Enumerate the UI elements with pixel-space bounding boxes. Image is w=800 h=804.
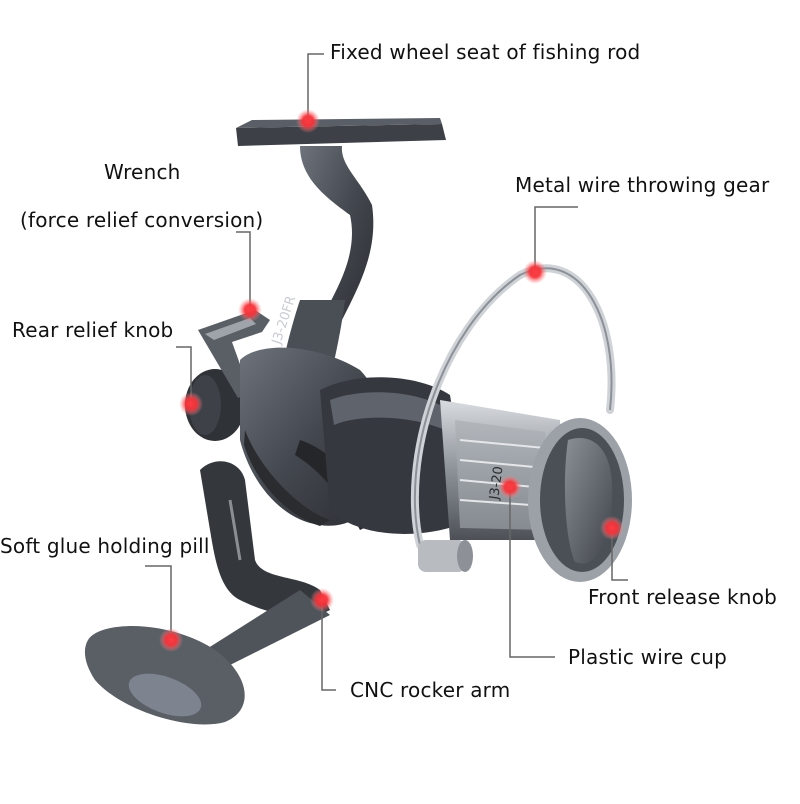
leader-cnc-rocker <box>321 600 336 691</box>
leader-soft-glue <box>145 565 172 640</box>
rear-relief-knob-part <box>185 369 245 441</box>
marker-metal-wire <box>523 260 547 284</box>
marker-fixed-wheel-seat <box>296 109 320 133</box>
label-plastic-wire-cup: Plastic wire cup <box>568 645 727 669</box>
label-rear-relief: Rear relief knob <box>12 318 174 342</box>
label-fixed-wheel-seat: Fixed wheel seat of fishing rod <box>330 40 641 64</box>
markers <box>159 109 624 652</box>
label-wrench-line2: (force relief conversion) <box>20 208 264 232</box>
leader-metal-wire <box>534 206 578 272</box>
cnc-rocker-arm-part <box>200 461 330 617</box>
leader-plastic-wire-cup <box>509 487 555 658</box>
label-metal-wire: Metal wire throwing gear <box>515 173 770 197</box>
label-soft-glue: Soft glue holding pill <box>0 534 210 558</box>
marker-rear-relief <box>179 392 203 416</box>
front-release-knob-part <box>528 418 632 582</box>
marker-front-release <box>600 516 624 540</box>
reel-rotor <box>320 377 470 534</box>
marker-soft-glue <box>159 628 183 652</box>
reel-foot <box>236 118 446 345</box>
marker-wrench <box>238 298 262 322</box>
marker-cnc-rocker <box>310 588 334 612</box>
label-front-release: Front release knob <box>588 585 778 609</box>
leader-front-release <box>611 528 628 581</box>
marker-plastic-wire-cup <box>498 475 522 499</box>
metal-wire-bail <box>410 264 616 572</box>
leader-fixed-wheel-seat <box>307 53 324 121</box>
soft-glue-holding-pill-part <box>84 590 330 725</box>
leader-wrench <box>236 231 251 310</box>
leader-lines <box>145 53 628 691</box>
wrench-lever <box>198 310 270 398</box>
label-wrench-line1: Wrench <box>104 160 181 184</box>
leader-rear-relief <box>176 346 192 404</box>
label-cnc-rocker: CNC rocker arm <box>350 678 511 702</box>
